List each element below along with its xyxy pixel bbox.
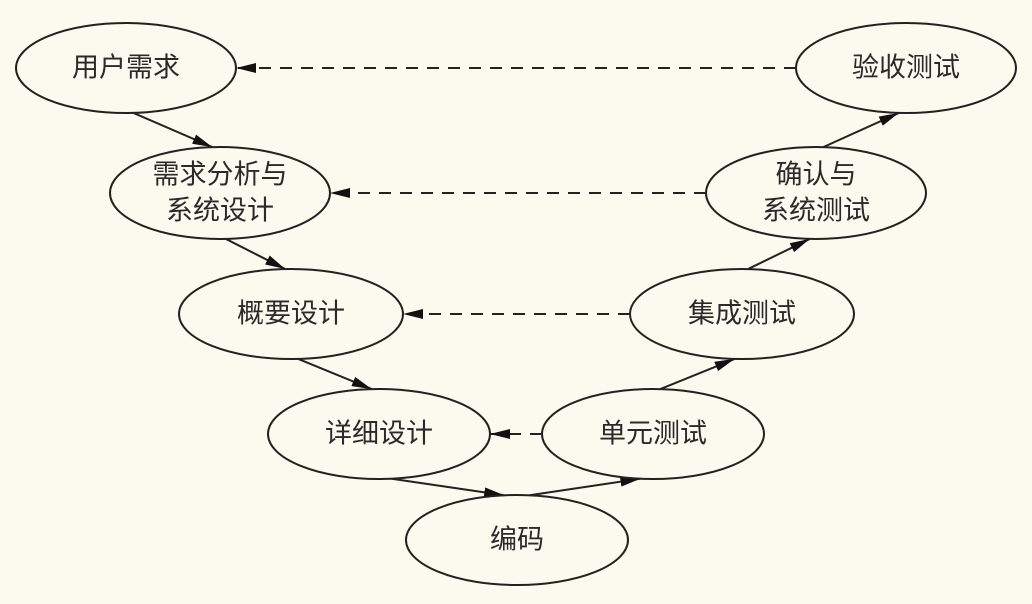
node-label: 确认与 bbox=[776, 160, 857, 191]
node-label: 详细设计 bbox=[325, 419, 433, 450]
node-ellipse bbox=[541, 388, 765, 480]
node-label: 概要设计 bbox=[237, 299, 345, 330]
arrow-user-req-to-req-analysis bbox=[133, 111, 213, 149]
arrow-detailed-design-to-coding bbox=[391, 477, 505, 498]
node-label: 验收测试 bbox=[852, 53, 960, 84]
node-ellipse bbox=[109, 146, 331, 240]
arrow-coding-to-unit-test bbox=[529, 476, 641, 497]
arrow-req-analysis-to-high-level-design bbox=[225, 238, 286, 270]
node-user-req: 用户需求 bbox=[15, 22, 237, 114]
node-unit-test: 单元测试 bbox=[541, 388, 765, 480]
node-label: 编码 bbox=[490, 525, 544, 556]
node-acceptance-test: 验收测试 bbox=[795, 22, 1017, 114]
arrow-unit-test-to-integration-test bbox=[659, 357, 736, 391]
node-high-level-design: 概要设计 bbox=[178, 268, 404, 360]
node-integration-test: 集成测试 bbox=[629, 268, 855, 360]
node-ellipse bbox=[267, 388, 491, 480]
node-coding: 编码 bbox=[405, 494, 629, 586]
node-detailed-design: 详细设计 bbox=[267, 388, 491, 480]
node-label: 需求分析与 bbox=[153, 160, 288, 191]
node-ellipse bbox=[629, 268, 855, 360]
node-label: 系统测试 bbox=[762, 196, 870, 227]
node-label: 用户需求 bbox=[72, 53, 180, 84]
node-label: 单元测试 bbox=[599, 419, 707, 450]
arrow-high-level-design-to-detailed-design bbox=[297, 357, 373, 391]
node-ellipse bbox=[405, 494, 629, 586]
arrow-integration-test-to-system-test bbox=[747, 238, 811, 270]
node-ellipse bbox=[178, 268, 404, 360]
node-ellipse bbox=[15, 22, 237, 114]
node-label: 系统设计 bbox=[166, 196, 274, 227]
arrow-system-test-to-acceptance-test bbox=[822, 111, 900, 149]
node-label: 集成测试 bbox=[688, 299, 796, 330]
node-ellipse bbox=[705, 146, 927, 240]
node-ellipse bbox=[795, 22, 1017, 114]
